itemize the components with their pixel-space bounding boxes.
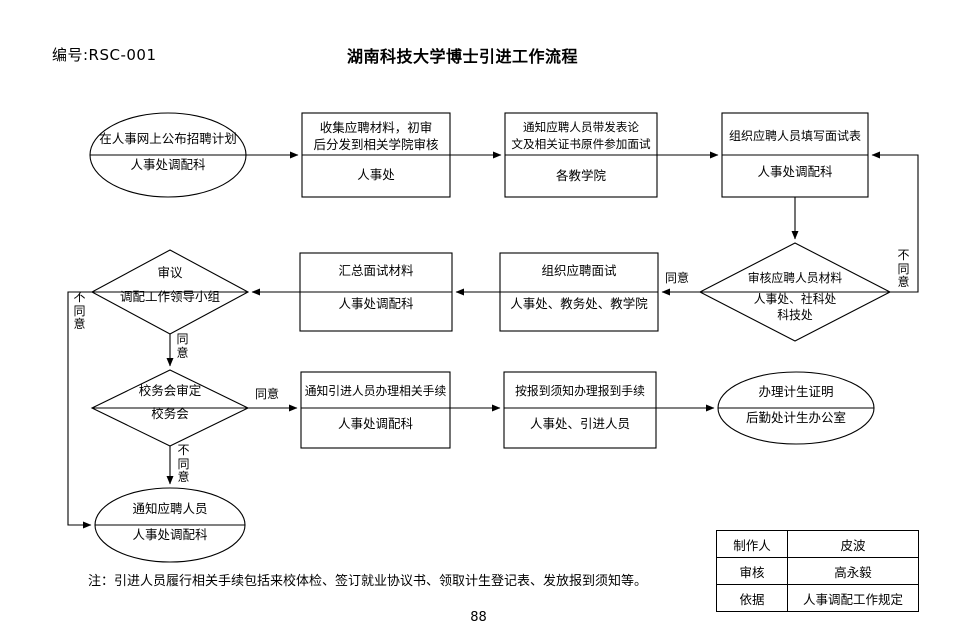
node-report-procedures-shape [503,371,657,449]
footnote: 注：引进人员履行相关手续包括来校体检、签订就业协议书、领取计生登记表、发放报到须… [88,574,648,589]
page-title: 湖南科技大学博士引进工作流程 [347,47,579,66]
table-row: 审核 高永毅 [716,557,919,585]
node-review-materials-shape [698,242,892,342]
edge-label-review-agree: 同意 [665,271,690,285]
edge-label-school-disagree: 不同意 [177,443,190,484]
edge-label-school-agree: 同意 [255,387,280,401]
table-cell-value: 皮波 [787,530,919,558]
table-cell-value: 高永毅 [787,557,919,585]
edge-deliberate-disagree-loop [67,291,92,529]
edge-label-deliberate-disagree: 不同意 [73,290,86,331]
signature-table: 制作人 皮波 审核 高永毅 依据 人事调配工作规定 [716,530,919,612]
edge-review-disagree-loop [871,151,919,293]
document-code: 编号:RSC-001 [52,46,157,64]
node-notify-procedures-shape [300,371,451,449]
table-row: 制作人 皮波 [716,530,919,558]
table-cell-value: 人事调配工作规定 [787,584,919,612]
table-cell-key: 依据 [716,584,788,612]
table-row: 依据 人事调配工作规定 [716,584,919,612]
edge-label-deliberate-agree: 同意 [176,332,189,360]
page-number: 88 [470,610,487,625]
table-cell-key: 审核 [716,557,788,585]
table-cell-key: 制作人 [716,530,788,558]
edge-label-review-disagree: 不同意 [897,248,910,289]
